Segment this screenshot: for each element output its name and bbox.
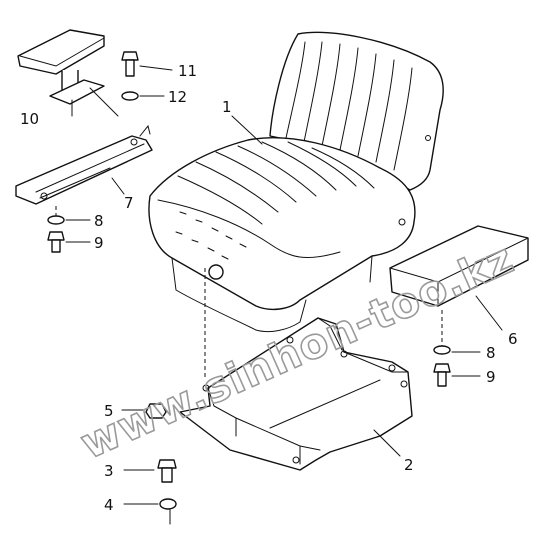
callout-10: 10 [20, 110, 39, 128]
callout-12: 12 [168, 88, 187, 106]
callout-4: 4 [104, 496, 114, 514]
side-plate [15, 124, 153, 222]
callout-11: 11 [178, 62, 197, 80]
seat-bracket [179, 268, 413, 471]
callout-6: 6 [508, 330, 518, 348]
callout-3: 3 [104, 462, 114, 480]
callout-7: 7 [124, 194, 134, 212]
fasteners [47, 51, 481, 525]
callout-8-left: 8 [94, 212, 104, 230]
callout-9-right: 9 [486, 368, 496, 386]
callout-9-left: 9 [94, 234, 104, 252]
arm-pad [17, 29, 119, 117]
callout-2: 2 [404, 456, 414, 474]
callout-5: 5 [104, 402, 114, 420]
armrest [389, 225, 529, 346]
callout-8-right: 8 [486, 344, 496, 362]
callout-1: 1 [222, 98, 232, 116]
seat-assembly [148, 31, 444, 333]
